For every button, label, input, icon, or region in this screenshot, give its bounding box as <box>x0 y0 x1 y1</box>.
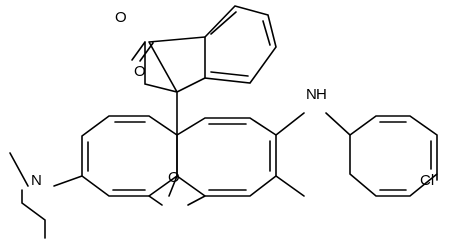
carbonyl-oxygen-label: O <box>115 9 127 26</box>
lactone-bond <box>131 36 206 93</box>
methyl-bond <box>275 175 305 197</box>
amine-link <box>275 112 351 136</box>
chlorine-label: Cl <box>420 172 434 189</box>
xanthene-oxygen-label: O <box>168 169 180 186</box>
right-xanthene-ring <box>176 117 277 197</box>
bond-set <box>9 5 438 239</box>
left-xanthene-ring <box>81 115 178 197</box>
amine-hydrogen-label: H <box>316 86 327 103</box>
diethylamino-nitrogen-label: N <box>31 172 42 189</box>
xanthene-oxygen-bridge <box>148 175 206 206</box>
top-benzene-ring <box>204 5 277 84</box>
diethylamino-bonds <box>9 152 83 239</box>
lactone-oxygen-label: O <box>134 63 146 80</box>
atom-labels: O O N H O N Cl <box>31 9 434 189</box>
amine-nitrogen-label: N <box>306 86 317 103</box>
spiro-bonds <box>144 41 206 136</box>
